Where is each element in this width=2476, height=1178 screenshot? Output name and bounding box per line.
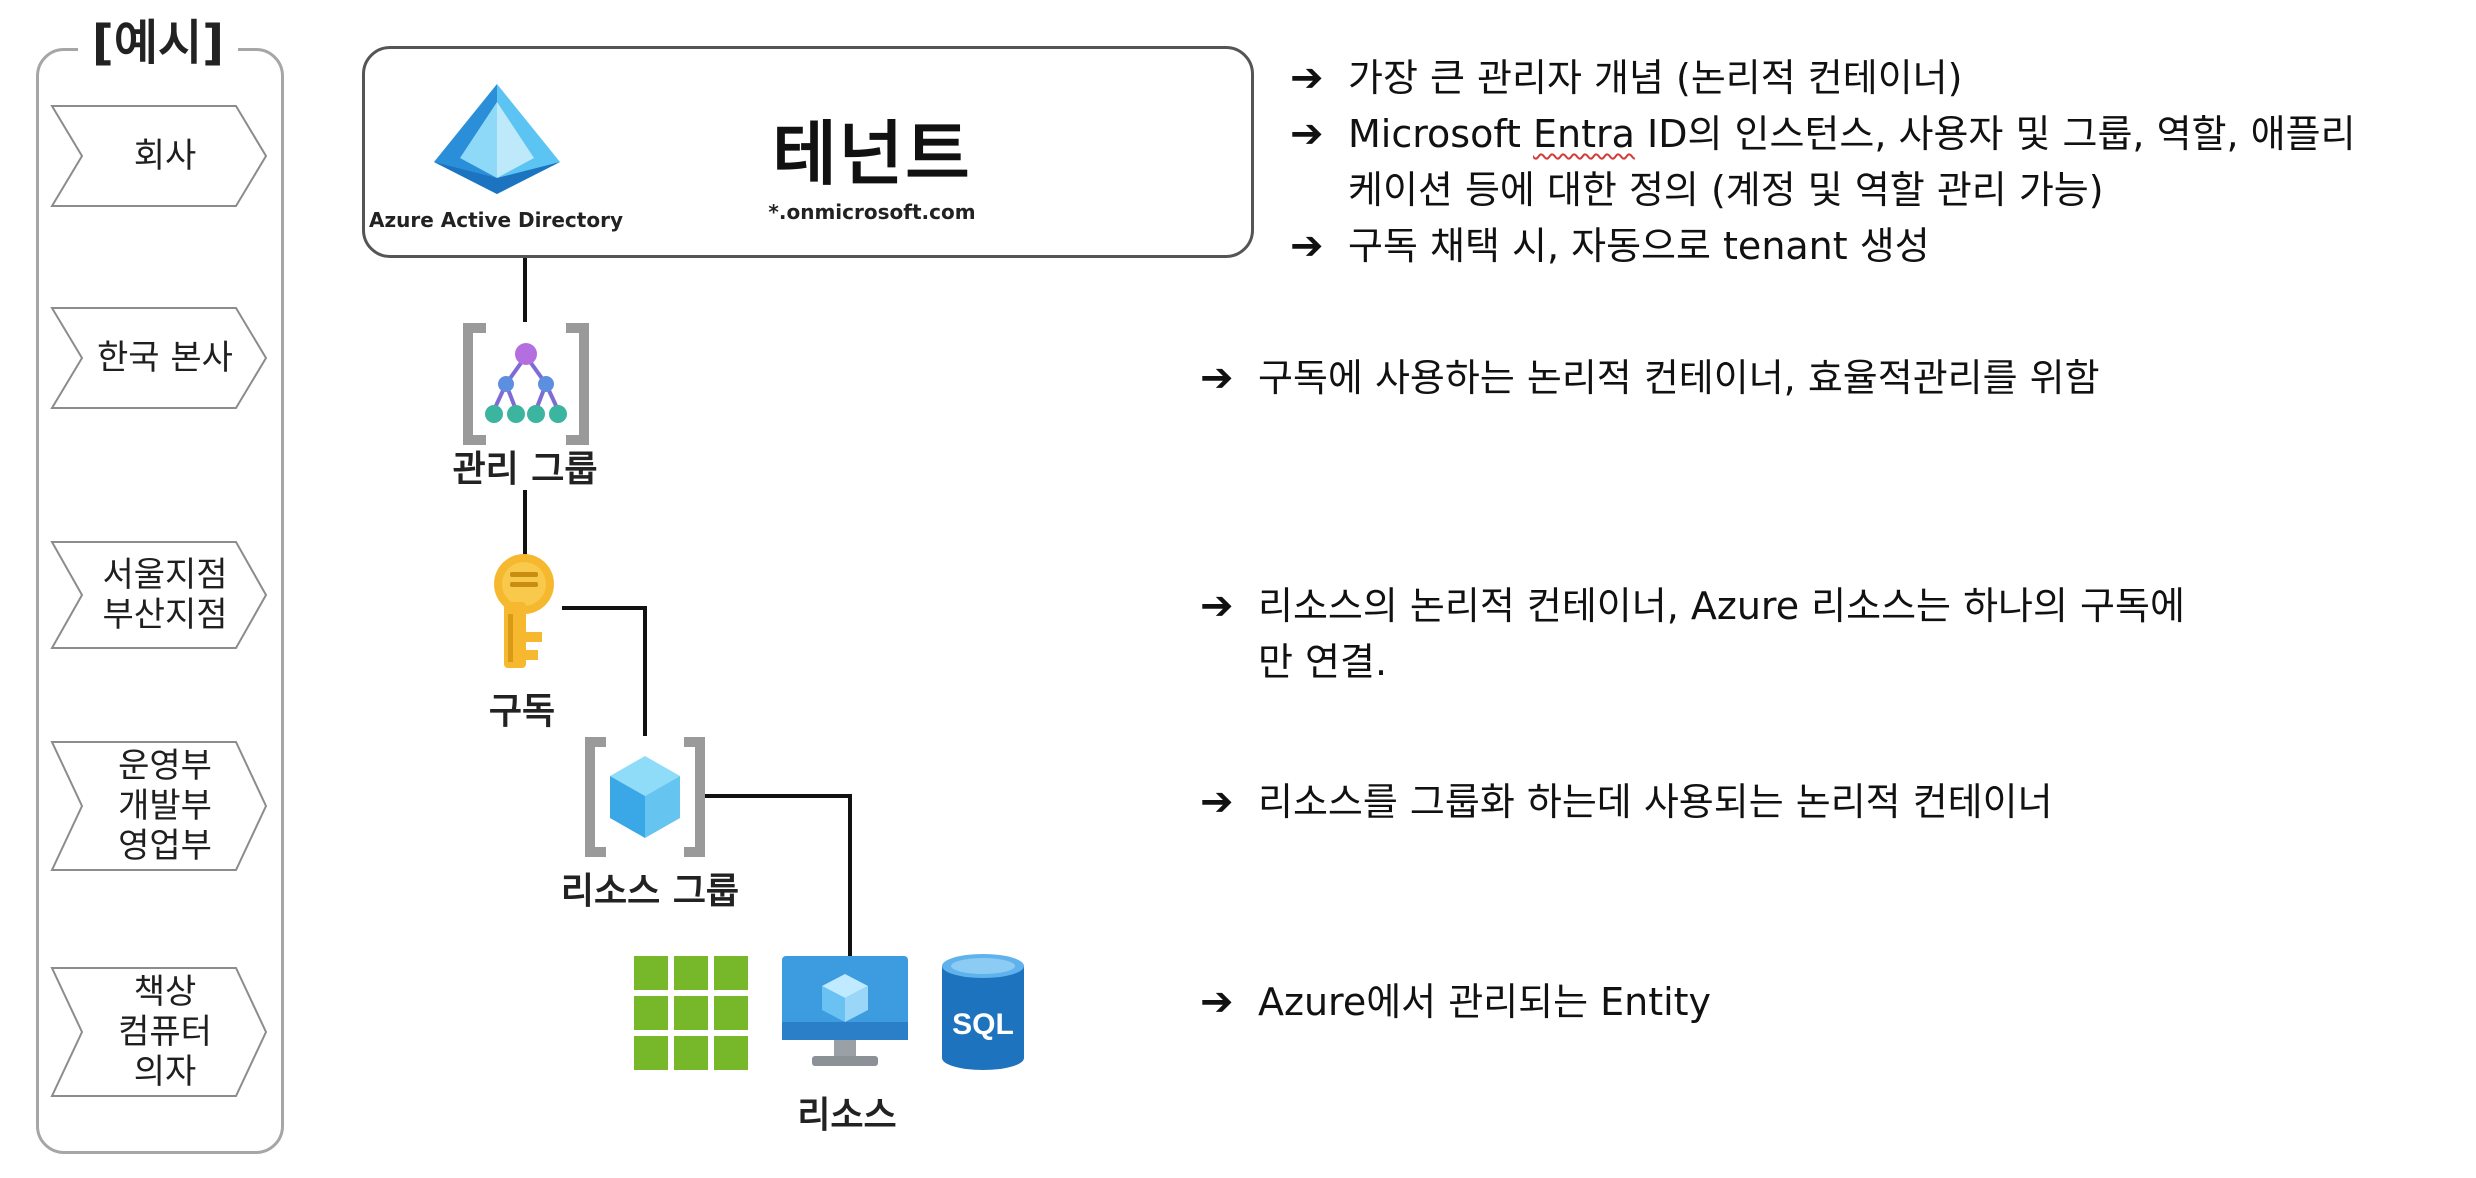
app-grid-icon — [634, 956, 748, 1070]
virtual-machine-icon — [782, 956, 908, 1066]
example-item-line: 영업부 — [118, 826, 212, 866]
resource-group-description: ➔ 리소스를 그룹화 하는데 사용되는 논리적 컨테이너 — [1200, 774, 2053, 830]
arrow-icon: ➔ — [1290, 111, 1324, 157]
example-item-line: 책상 — [133, 972, 197, 1012]
example-item-line: 서울지점 — [102, 555, 228, 595]
resources-label: 리소스 — [797, 1095, 897, 1136]
arrow-icon: ➔ — [1200, 779, 1234, 825]
chevron-shape — [50, 541, 268, 649]
description-text: 리소스를 그룹화 하는데 사용되는 논리적 컨테이너 — [1258, 780, 2053, 824]
description-text: 구독에 사용하는 논리적 컨테이너, 효율적관리를 위함 — [1258, 356, 2100, 400]
chevron-shape — [50, 967, 268, 1097]
example-item-line: 한국 본사 — [97, 338, 233, 378]
description-text: Microsoft Entra ID의 인스턴스, 사용자 및 그룹, 역할, … — [1348, 112, 2356, 156]
example-item-line: 부산지점 — [102, 595, 228, 635]
chevron-shape — [50, 307, 268, 409]
description-text: Azure에서 관리되는 Entity — [1258, 980, 1712, 1024]
example-item-line: 운영부 — [118, 746, 212, 786]
description-text: 만 연결. — [1258, 640, 1388, 684]
example-item-branches: 서울지점 부산지점 — [50, 540, 268, 650]
arrow-icon: ➔ — [1290, 55, 1324, 101]
arrow-icon: ➔ — [1200, 979, 1234, 1025]
description-text: 리소스의 논리적 컨테이너, Azure 리소스는 하나의 구독에 — [1258, 584, 2185, 628]
example-item-line: 컴퓨터 — [118, 1012, 212, 1052]
example-item-line: 회사 — [133, 136, 197, 176]
management-group-icon — [463, 323, 589, 445]
description-row: ➔ 구독 채택 시, 자동으로 tenant 생성 — [1290, 218, 2356, 274]
management-group-label: 관리 그룹 — [452, 449, 598, 490]
tenant-title: 테넌트 — [772, 113, 972, 195]
subscription-label: 구독 — [488, 691, 556, 732]
example-item-line: 의자 — [133, 1052, 197, 1092]
example-item-departments: 운영부 개발부 영업부 — [50, 740, 268, 872]
description-text: 케이션 등에 대한 정의 (계정 및 역할 관리 가능) — [1348, 168, 2104, 212]
key-icon — [494, 554, 554, 668]
description-row: ➔ Microsoft Entra ID의 인스턴스, 사용자 및 그룹, 역할… — [1290, 106, 2356, 162]
chevron-shape — [50, 741, 268, 871]
subscription-description: ➔ 리소스의 논리적 컨테이너, Azure 리소스는 하나의 구독에 만 연결… — [1200, 578, 2185, 690]
description-row: ➔ 가장 큰 관리자 개념 (논리적 컨테이너) — [1290, 50, 2356, 106]
tenant-description: ➔ 가장 큰 관리자 개념 (논리적 컨테이너) ➔ Microsoft Ent… — [1290, 50, 2356, 274]
tenant-domain: *.onmicrosoft.com — [768, 200, 976, 224]
resources-description: ➔ Azure에서 관리되는 Entity — [1200, 974, 1711, 1030]
sql-database-icon: SQL — [942, 954, 1024, 1070]
example-item-hq: 한국 본사 — [50, 306, 268, 410]
example-title: [예시] — [78, 10, 238, 76]
description-text: 가장 큰 관리자 개념 (논리적 컨테이너) — [1348, 56, 1963, 100]
sql-label: SQL — [952, 1008, 1014, 1041]
description-row: 케이션 등에 대한 정의 (계정 및 역할 관리 가능) — [1290, 162, 2356, 218]
management-group-description: ➔ 구독에 사용하는 논리적 컨테이너, 효율적관리를 위함 — [1200, 350, 2100, 406]
arrow-icon: ➔ — [1290, 223, 1324, 269]
spellcheck-word: Entra — [1533, 112, 1635, 156]
description-text: 구독 채택 시, 자동으로 tenant 생성 — [1348, 224, 1930, 268]
resource-group-label: 리소스 그룹 — [560, 871, 740, 912]
example-item-assets: 책상 컴퓨터 의자 — [50, 966, 268, 1098]
arrow-icon: ➔ — [1200, 583, 1234, 629]
azure-ad-label: Azure Active Directory — [368, 208, 623, 232]
arrow-icon: ➔ — [1200, 355, 1234, 401]
connector-subscription-rg — [562, 606, 647, 736]
connector-rg-resources — [704, 794, 852, 958]
resource-group-icon — [585, 737, 705, 857]
azure-active-directory-icon — [434, 84, 560, 194]
chevron-shape — [50, 105, 268, 207]
example-item-company: 회사 — [50, 104, 268, 208]
example-item-line: 개발부 — [118, 786, 212, 826]
